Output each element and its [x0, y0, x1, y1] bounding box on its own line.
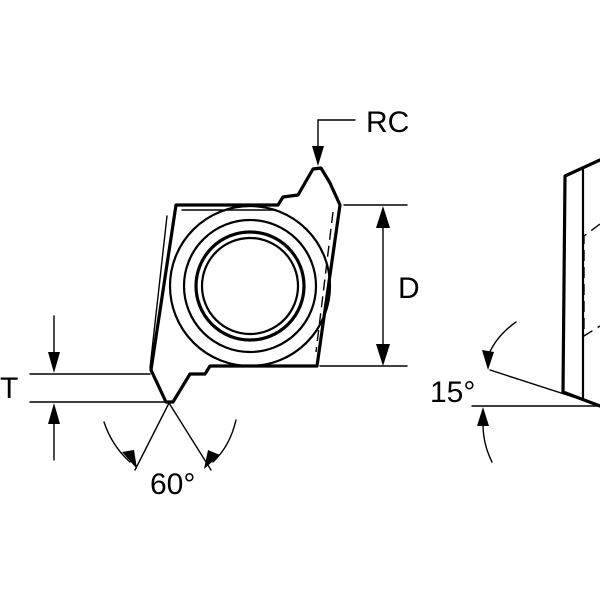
insert-outer-ring — [168, 204, 332, 368]
angle-60-leg-left — [134, 402, 170, 471]
angle-60-arc-left — [103, 421, 131, 463]
t-label: T — [0, 372, 18, 405]
d-dimension: D — [319, 204, 420, 367]
t-arrow-lower — [48, 403, 60, 424]
insert-middle-ring — [182, 218, 318, 354]
rc-arrowhead — [312, 146, 324, 166]
insert-side-view — [561, 158, 600, 408]
angle-15-arc-lower — [482, 423, 493, 463]
angle-60-arrow-left — [122, 450, 137, 469]
rc-leader-line — [317, 119, 356, 151]
t-arrow-upper — [48, 352, 60, 373]
angle-15-dimension: 15° — [430, 321, 599, 463]
insert-hole-outer — [194, 230, 306, 342]
angle-60-arrow-right — [204, 450, 220, 469]
angle-60-leg-right — [168, 402, 212, 471]
angle-60-label: 60° — [150, 468, 195, 501]
angle-15-arc-upper — [487, 321, 517, 357]
d-label: D — [398, 272, 420, 305]
insert-hole-inner — [200, 236, 300, 336]
angle-15-label: 15° — [430, 376, 475, 409]
d-arrow-bottom — [376, 344, 390, 366]
insert-inner-right-edge — [315, 211, 334, 353]
angle-60-arc-right — [212, 419, 237, 463]
angle-15-leg-slanted — [489, 369, 599, 406]
insert-top-view — [149, 166, 342, 404]
angle-15-arrow-lower — [477, 407, 489, 426]
rc-label: RC — [366, 106, 409, 139]
angle-15-arrow-upper — [482, 350, 494, 370]
rc-callout: RC — [312, 106, 409, 166]
side-view-outline — [561, 158, 600, 408]
t-dimension: T — [0, 315, 167, 461]
d-arrow-top — [376, 206, 390, 228]
insert-outline — [149, 166, 342, 404]
angle-60-dimension: 60° — [103, 402, 237, 501]
side-view-hole-hidden — [583, 223, 600, 338]
insert-inner-left-edge — [149, 215, 168, 369]
